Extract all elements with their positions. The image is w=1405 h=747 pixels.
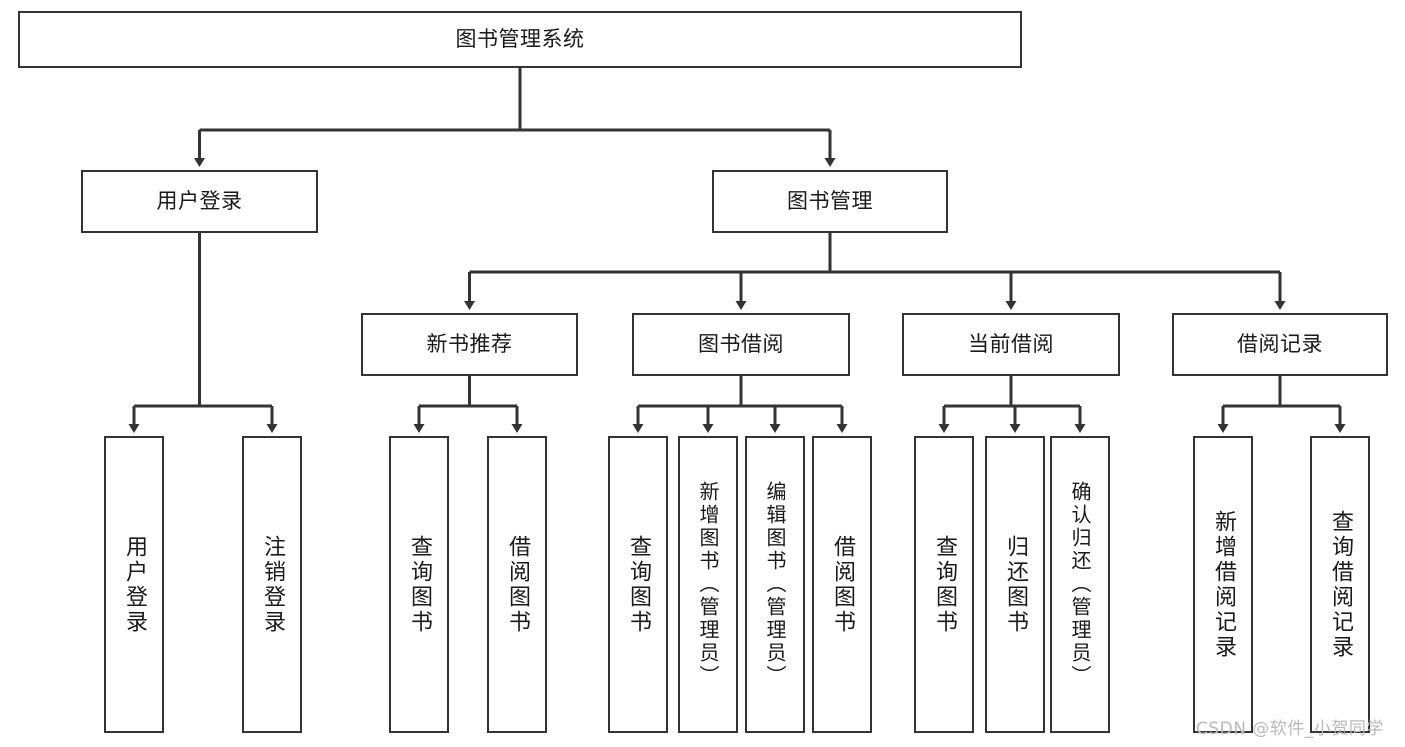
node-label: 编辑图书（管理员） — [763, 481, 787, 688]
node-label: 新增图书（管理员） — [696, 481, 720, 688]
leaf-node-新增借阅记录[interactable]: 新增借阅记录 — [1193, 436, 1253, 733]
leaf-node-查询图书[interactable]: 查询图书 — [914, 436, 974, 733]
leaf-node-归还图书[interactable]: 归还图书 — [985, 436, 1045, 733]
node-label: 借阅图书 — [830, 534, 855, 635]
leaf-node-确认归还管理员[interactable]: 确认归还（管理员） — [1050, 436, 1110, 733]
csdn-watermark: CSDN @软件_小贺同学 — [1196, 719, 1384, 739]
node-label: 新书推荐 — [426, 332, 513, 357]
leaf-node-借阅图书[interactable]: 借阅图书 — [487, 436, 547, 733]
node-label: 查询借阅记录 — [1328, 509, 1353, 660]
level2-node-借阅记录[interactable]: 借阅记录 — [1172, 313, 1388, 376]
leaf-node-查询图书[interactable]: 查询图书 — [608, 436, 668, 733]
leaf-node-注销登录[interactable]: 注销登录 — [242, 436, 302, 733]
leaf-node-查询借阅记录[interactable]: 查询借阅记录 — [1310, 436, 1370, 733]
leaf-node-借阅图书[interactable]: 借阅图书 — [812, 436, 872, 733]
node-label: 查询图书 — [626, 534, 651, 635]
node-label: 用户登录 — [122, 534, 147, 635]
leaf-node-新增图书管理员[interactable]: 新增图书（管理员） — [678, 436, 738, 733]
level1-node-用户登录[interactable]: 用户登录 — [81, 170, 318, 233]
node-label: 查询图书 — [932, 534, 957, 635]
level2-node-当前借阅[interactable]: 当前借阅 — [902, 313, 1120, 376]
node-label: 新增借阅记录 — [1211, 509, 1236, 660]
level2-node-新书推荐[interactable]: 新书推荐 — [361, 313, 578, 376]
leaf-node-用户登录[interactable]: 用户登录 — [104, 436, 164, 733]
leaf-node-查询图书[interactable]: 查询图书 — [389, 436, 449, 733]
level1-node-图书管理[interactable]: 图书管理 — [712, 170, 948, 233]
node-label: 图书管理系统 — [455, 27, 585, 52]
node-label: 确认归还（管理员） — [1068, 481, 1092, 688]
level2-node-图书借阅[interactable]: 图书借阅 — [632, 313, 850, 376]
node-label: 图书借阅 — [698, 332, 784, 357]
node-label: 用户登录 — [156, 189, 243, 214]
node-label: 查询图书 — [407, 534, 432, 635]
node-label: 注销登录 — [260, 534, 285, 635]
node-label: 当前借阅 — [968, 332, 1054, 357]
node-label: 借阅记录 — [1237, 332, 1323, 357]
node-label: 归还图书 — [1003, 534, 1028, 635]
leaf-node-编辑图书管理员[interactable]: 编辑图书（管理员） — [745, 436, 805, 733]
node-label: 图书管理 — [787, 189, 873, 214]
root-node-图书管理系统[interactable]: 图书管理系统 — [18, 11, 1022, 68]
node-label: 借阅图书 — [505, 534, 530, 635]
